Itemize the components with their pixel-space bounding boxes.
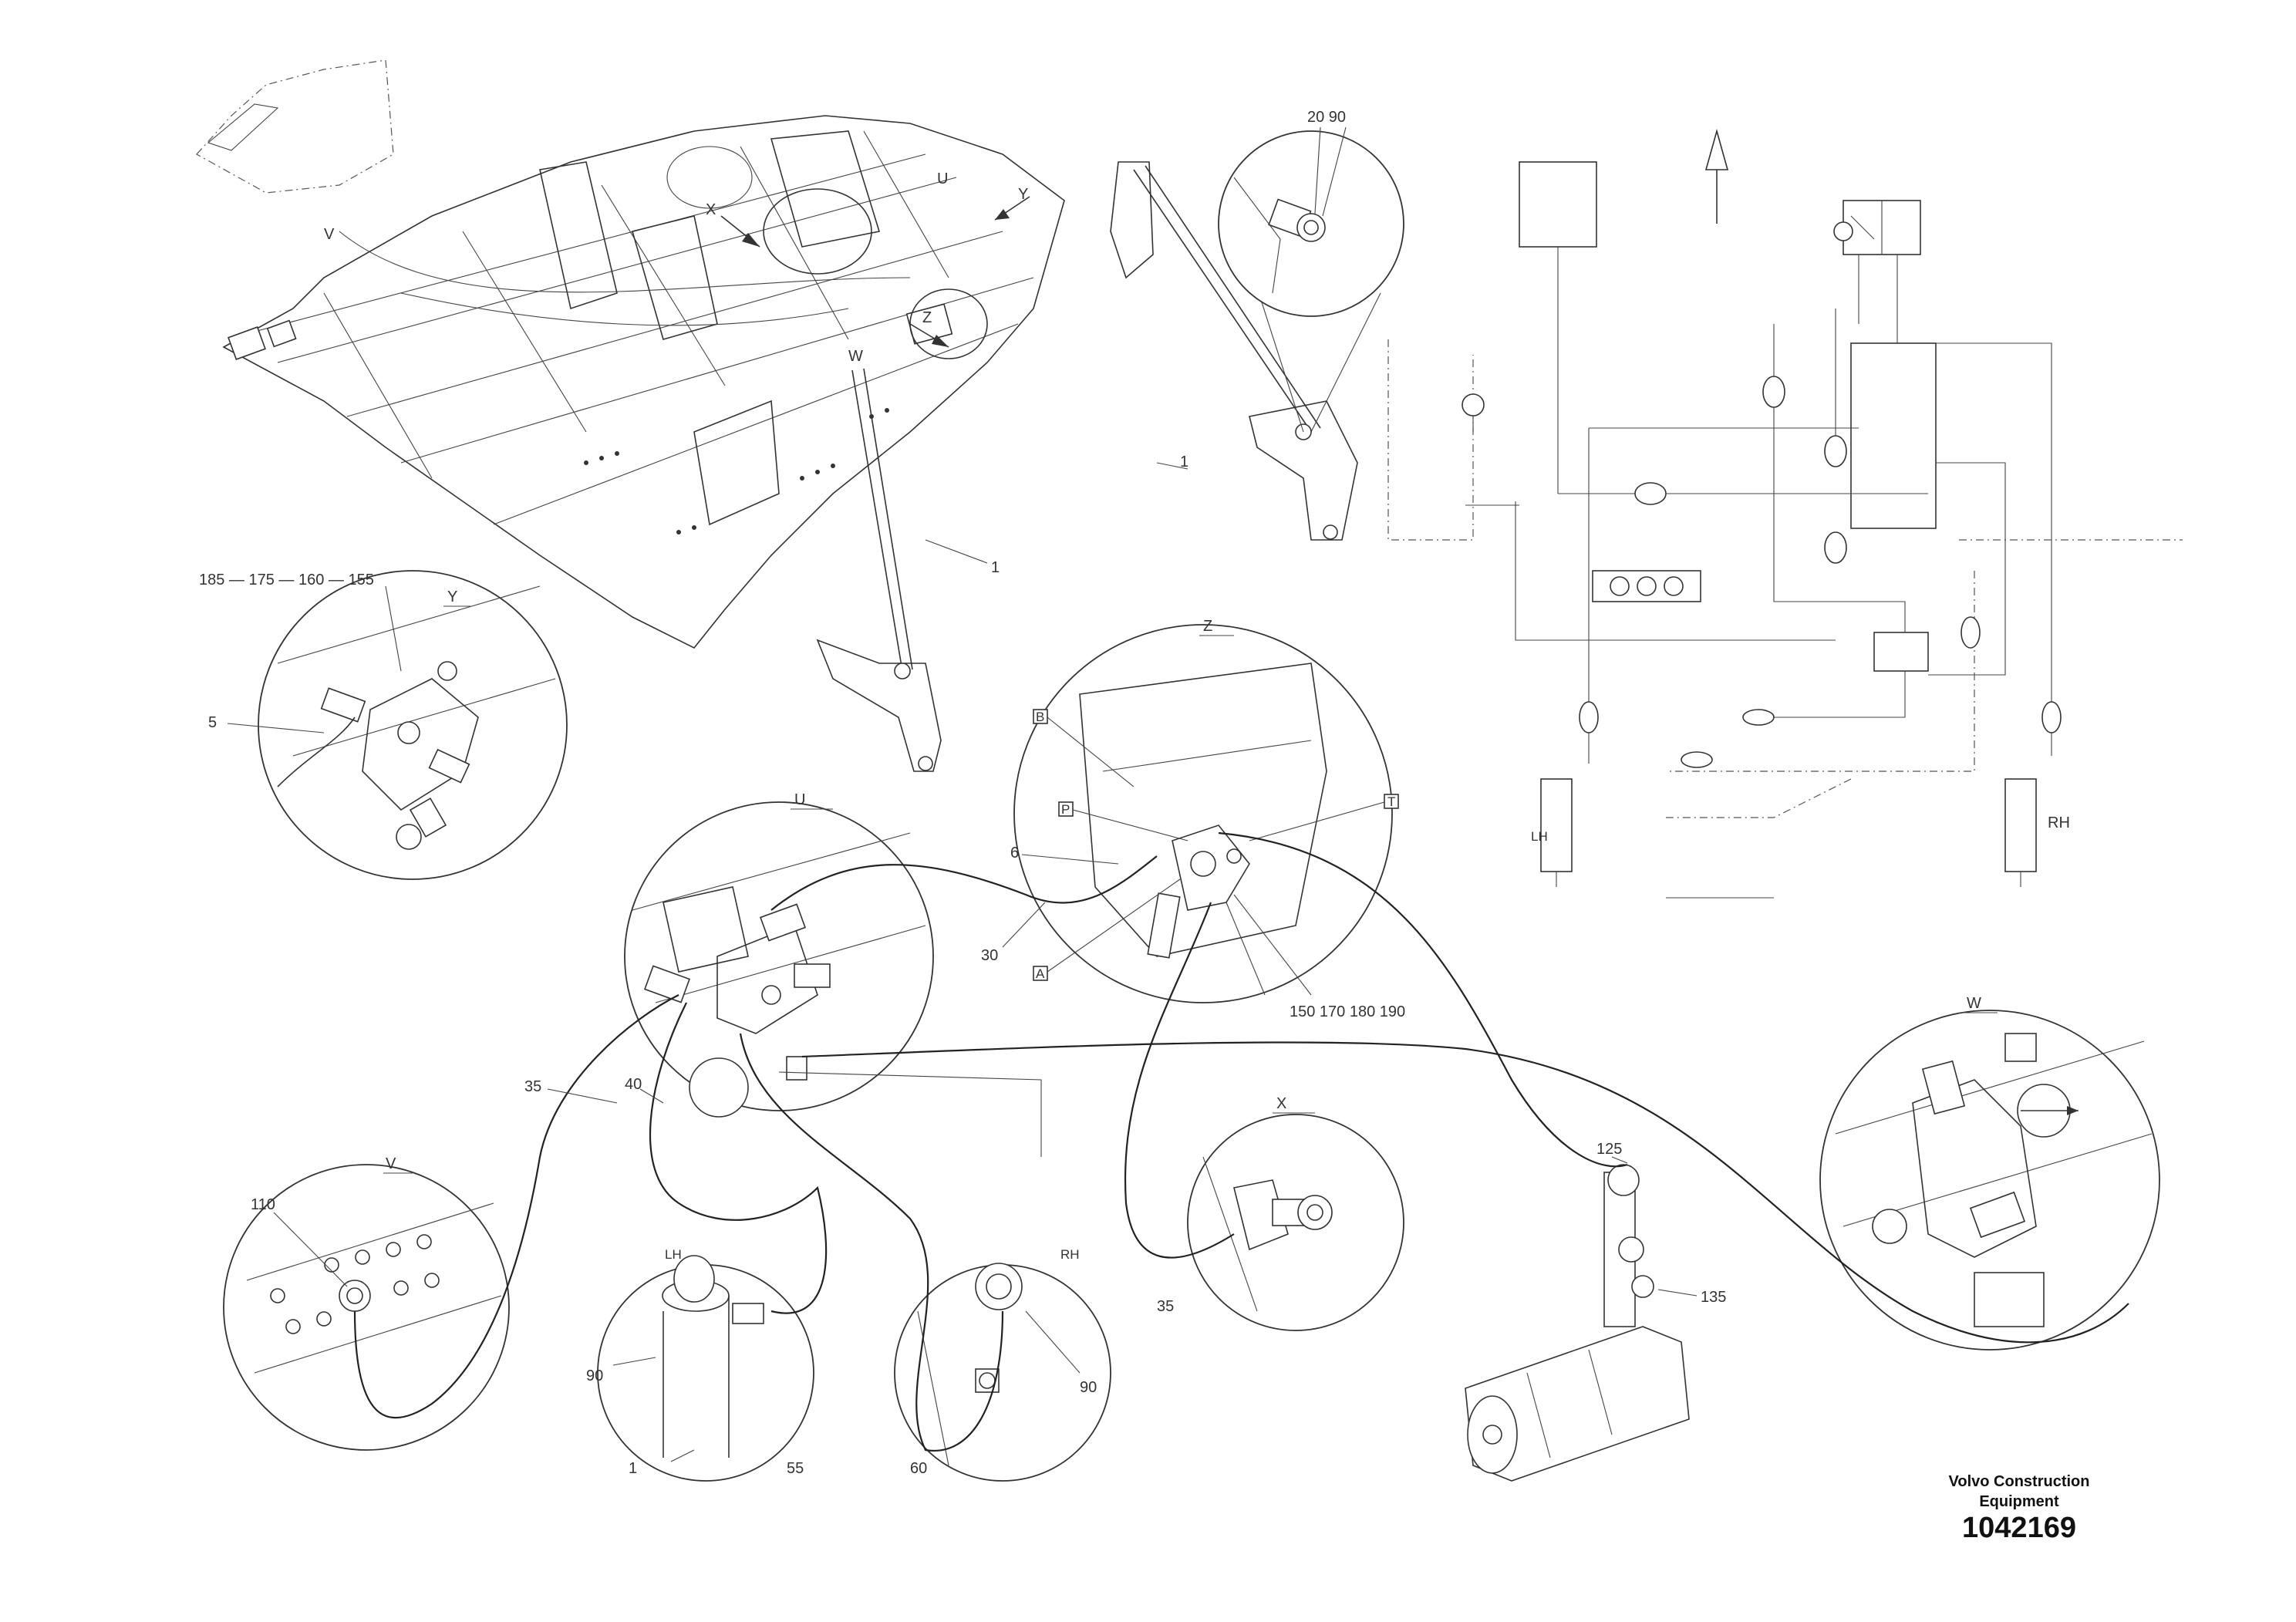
detail-view-y: Y 5 185 — 175 — 160 — 155	[199, 570, 568, 880]
hydraulic-pump: 125 135	[1465, 1141, 1726, 1482]
view-marker-w: W	[848, 348, 863, 365]
ref-label-135: 135	[1701, 1289, 1726, 1306]
detail-strut-fitting: 20 90	[1218, 109, 1404, 433]
schematic-cylinder-lh: LH	[1531, 829, 1548, 844]
ref-label-20-90: 20 90	[1307, 109, 1346, 126]
detail-view-v: V 110	[223, 1155, 510, 1451]
detail-view-u: U	[624, 791, 934, 1118]
port-box-a: A	[1036, 966, 1045, 981]
view-marker-z: Z	[922, 309, 932, 326]
ref-label-90-lh: 90	[586, 1367, 603, 1384]
hood-strut-assembly: 1 1	[816, 161, 1358, 772]
document-number: 1042169	[1962, 1512, 2076, 1544]
schematic-cylinder-rh: RH	[2048, 814, 2070, 831]
view-marker-v: V	[324, 226, 335, 243]
ref-label-150-190: 150 170 180 190	[1290, 1003, 1405, 1020]
ref-label-1-upper: 1	[1180, 454, 1188, 470]
detail-w-title: W	[1967, 995, 1981, 1012]
company-name-line1: Volvo Construction	[1948, 1473, 2090, 1490]
port-box-t: T	[1387, 794, 1395, 809]
ref-label-1-lh: 1	[629, 1460, 637, 1477]
detail-u-title: U	[794, 791, 805, 808]
ref-label-110: 110	[251, 1196, 275, 1213]
frame-assembly: V X Y U W Z	[196, 59, 1065, 649]
ref-label-55: 55	[787, 1460, 804, 1477]
ref-label-35-lower: 35	[1157, 1298, 1174, 1315]
detail-rh-cylinder: RH 90 60	[894, 1247, 1111, 1482]
port-box-b: B	[1036, 710, 1044, 724]
view-marker-y: Y	[1018, 186, 1028, 203]
ref-label-90-rh: 90	[1080, 1379, 1097, 1396]
detail-x-title: X	[1276, 1095, 1286, 1112]
company-name: Volvo Construction Equipment	[1903, 1472, 2135, 1512]
view-marker-u: U	[937, 170, 948, 187]
ref-label-40: 40	[625, 1076, 642, 1093]
view-marker-x: X	[706, 201, 716, 218]
control-unit-box	[1519, 161, 1597, 248]
company-name-line2: Equipment	[1979, 1493, 2059, 1510]
detail-z-title: Z	[1203, 618, 1212, 635]
ref-label-5: 5	[208, 714, 217, 731]
detail-rh-title: RH	[1060, 1247, 1080, 1262]
detail-lh-cylinder: LH 90 1 55	[586, 1247, 814, 1482]
detail-v-title: V	[386, 1155, 396, 1172]
hose-routings: 35 40	[353, 831, 2129, 1452]
hydraulic-schematic: LH RH	[1387, 129, 2183, 899]
ref-label-1-lower: 1	[991, 559, 1000, 576]
ref-label-6: 6	[1010, 845, 1019, 862]
detail-view-z: Z B P T A 6 30 150 170 180 190	[981, 618, 1405, 1020]
detail-y-title: Y	[447, 588, 457, 605]
detail-view-x: X 35	[1157, 1095, 1404, 1331]
detail-view-w: W	[1819, 995, 2160, 1351]
ref-label-60: 60	[910, 1460, 927, 1477]
ref-label-30: 30	[981, 947, 998, 964]
ref-label-35-upper: 35	[524, 1078, 541, 1095]
detail-lh-title: LH	[665, 1247, 682, 1262]
port-box-p: P	[1061, 802, 1070, 817]
ref-label-185-155: 185 — 175 — 160 — 155	[199, 572, 374, 588]
ref-label-125: 125	[1596, 1141, 1622, 1158]
